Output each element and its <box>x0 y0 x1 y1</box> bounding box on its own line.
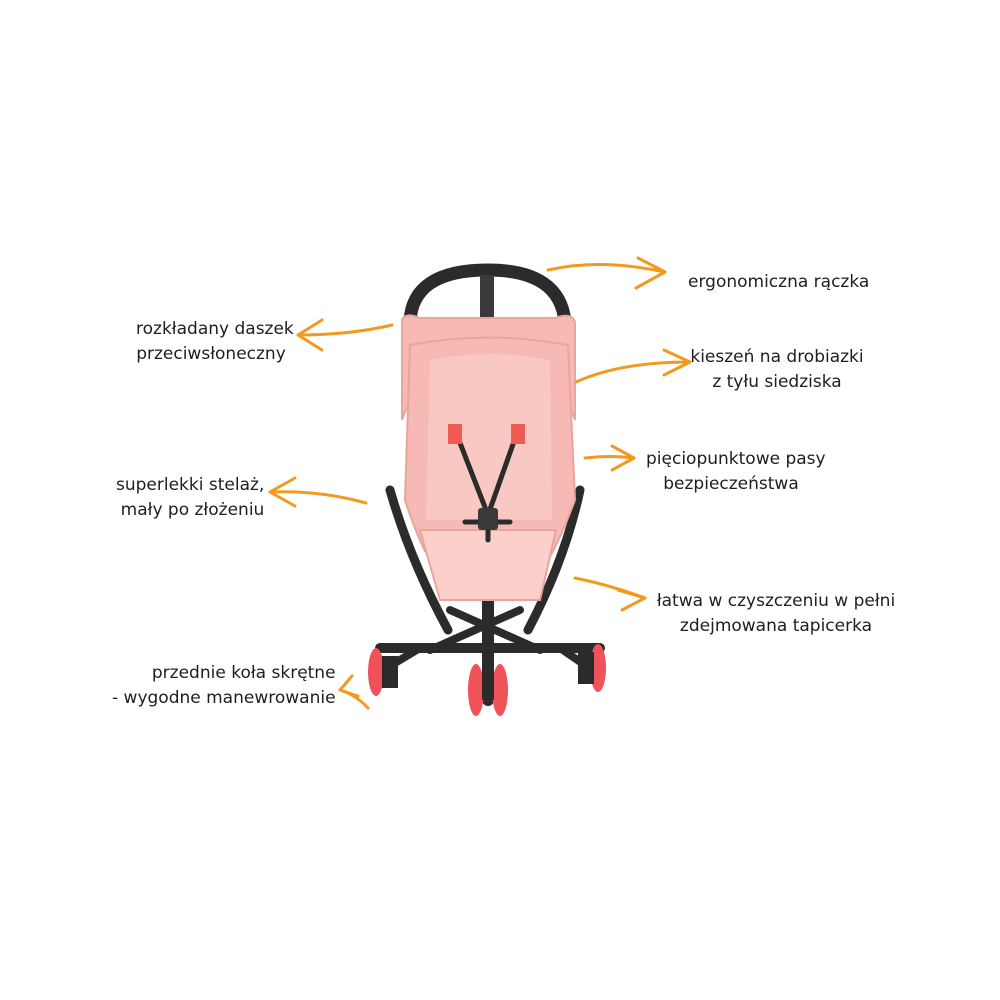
label-line: zdejmowana tapicerka <box>679 616 873 636</box>
label-swivel-wheels: przednie koła skrętne - wygodne manewrow… <box>112 661 336 711</box>
label-ergonomic-handle: ergonomiczna rączka <box>688 270 869 295</box>
stroller-handle <box>403 263 572 329</box>
wheel-rear-right <box>578 644 606 692</box>
label-lightweight-frame: superlekki stelaż, mały po złożeniu <box>116 473 264 523</box>
harness-buckle-right <box>511 424 525 444</box>
label-line: łatwa w czyszczeniu w pełni <box>656 591 896 611</box>
label-line: mały po złożeniu <box>120 500 265 520</box>
wheel-front-right <box>482 664 508 716</box>
label-line: bezpieczeństwa <box>663 474 799 494</box>
stroller-footrest <box>418 529 558 601</box>
label-line: ergonomiczna rączka <box>688 272 870 292</box>
label-line: pięciopunktowe pasy <box>646 449 826 469</box>
label-line: kieszeń na drobiazki <box>690 347 864 367</box>
label-rear-pocket: kieszeń na drobiazki z tyłu siedziska <box>682 345 872 395</box>
label-line: - wygodne manewrowanie <box>112 688 336 708</box>
label-line: superlekki stelaż, <box>116 475 265 495</box>
label-line: rozkładany daszek <box>136 319 294 339</box>
label-line: przeciwsłoneczny <box>136 344 286 364</box>
wheel-rear-left <box>368 648 398 696</box>
wheel-front-left <box>468 664 484 716</box>
label-sun-canopy: rozkładany daszek przeciwsłoneczny <box>136 317 294 367</box>
harness-center-buckle <box>478 508 498 530</box>
stroller-frame <box>375 485 605 706</box>
harness-buckle-left <box>448 424 462 444</box>
label-line: z tyłu siedziska <box>712 372 842 392</box>
label-removable-upholstery: łatwa w czyszczeniu w pełni zdejmowana t… <box>656 589 896 639</box>
label-five-point-harness: pięciopunktowe pasy bezpieczeństwa <box>646 447 826 497</box>
label-line: przednie koła skrętne <box>151 663 336 683</box>
